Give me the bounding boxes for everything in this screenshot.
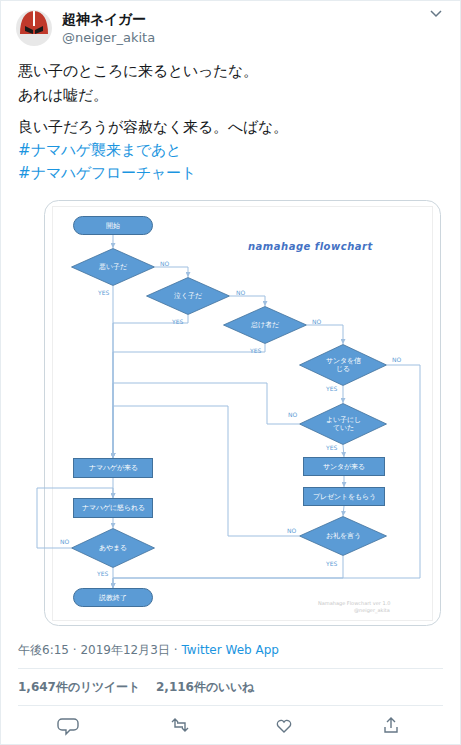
node-text: ナマハゲに怒られる [75,504,151,512]
edge-label: NO [160,260,169,267]
separator [18,705,443,706]
start-terminal: 開始 [73,216,153,235]
flow-arrow [230,296,265,306]
node-text: お礼を言う [323,532,363,540]
image-panel [45,201,441,626]
node-text: プレゼントをもらう [305,493,383,501]
tweet-text: 悪い子のところに来るといったな。 [18,62,258,82]
process-box: ナマハゲが来る [73,458,153,478]
retweet-count: 1,647件のリツイート [18,680,140,696]
node-text: サンタが来る [305,463,383,471]
decision-diamond: お礼を言う [299,516,387,556]
edge-label: YES [326,444,337,451]
flow-arrow [155,267,188,277]
process-box: プレゼントをもらう [303,487,385,506]
tweet-text: 良い子だろうが容赦なく来る。へばな。 [18,118,288,138]
flow-arrow [343,445,344,457]
node-text: 説教終了 [78,594,148,602]
decision-diamond: あやまる [71,528,155,568]
edge-label: YES [98,289,109,296]
decision-diamond: 怠け者だ [223,306,307,344]
flow-arrow [343,386,344,403]
node-text: 怠け者だ [245,321,285,329]
flow-arrow [307,325,343,344]
flow-arrow [113,568,114,588]
edge-label: NO [312,318,321,325]
process-box: ナマハゲに怒られる [73,498,153,518]
flow-arrow [113,365,420,588]
menu-chevron [431,11,441,16]
stats-row: 1,647件のリツイート 2,116件のいいね [18,680,254,696]
node-text: 開始 [78,222,148,230]
node-text: あやまる [93,544,133,552]
action-icons [58,718,397,734]
edge-label: NO [236,289,245,296]
node-text: ナマハゲが来る [75,464,151,472]
edge-label: YES [326,560,337,567]
separator [18,668,443,669]
like-count: 2,116件のいいね [156,680,254,696]
node-text: 悪い子だ [93,263,133,271]
flow-arrow [113,556,343,588]
hashtag: #ナマハゲ襲来まであと [18,141,181,161]
client-link: Twitter Web App [181,643,278,659]
decision-diamond: 悪い子だ [71,248,155,286]
avatar [16,10,52,46]
flow-arrow [113,344,265,458]
flow-arrow [113,383,299,458]
edge-label: YES [326,385,337,392]
process-box: サンタが来る [303,457,385,476]
edge-label: NO [287,527,296,534]
timestamp: 午後6:15 · 2019年12月3日 · [18,643,177,659]
edge-label: NO [60,538,69,545]
decision-diamond: 泣く子だ [146,277,230,315]
decision-diamond: サンタを信じる [299,344,387,386]
edge-label: YES [97,570,108,577]
tweet-text: あれは嘘だ。 [18,86,108,106]
flow-arrow [113,315,188,458]
author-handle: @neiger_akita [62,30,155,47]
edge-label: NO [392,356,401,363]
edge-label: NO [288,411,297,418]
edge-label: YES [172,318,183,325]
chart-title: namahage flowchart [248,241,373,252]
watermark: Namahage Flowchart ver 1.0 [318,600,390,607]
author-name: 超神ネイガー [62,10,146,28]
end-terminal: 説教終了 [73,588,153,607]
decision-diamond: よい子にしていた [299,403,387,445]
edge-label: YES [250,347,261,354]
chart-area [53,207,433,621]
watermark: @neiger_akita [354,607,390,614]
flow-arrow [343,506,344,516]
node-text: 泣く子だ [168,292,208,300]
flow-arrow [113,518,114,528]
hashtag: #ナマハゲフローチャート [18,164,196,184]
flow-arrow [113,235,114,248]
node-text: よい子にしていた [325,416,361,432]
timestamp-row: 午後6:15 · 2019年12月3日 ·Twitter Web App [18,643,279,659]
flow-arrow [344,476,345,487]
node-text: サンタを信じる [325,357,361,373]
